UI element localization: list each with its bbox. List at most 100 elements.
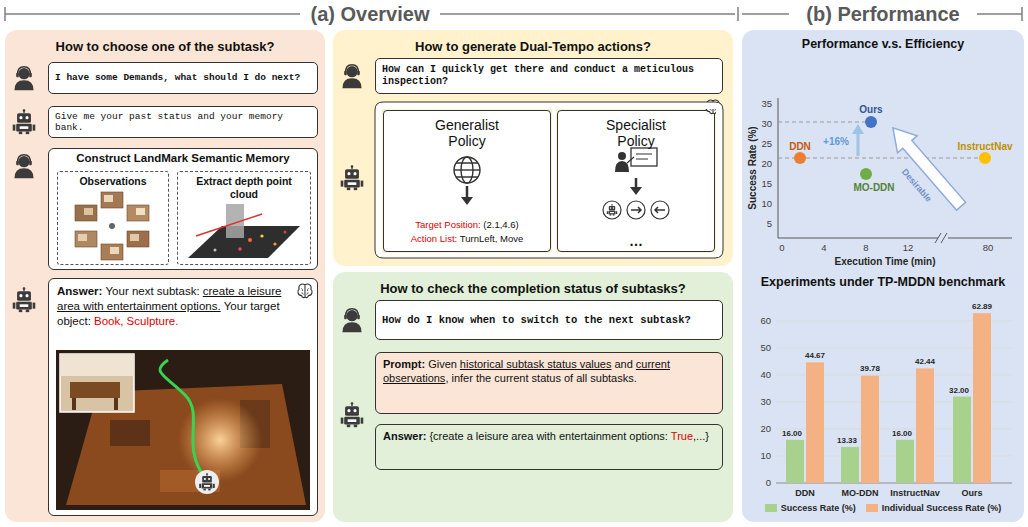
point-label: MO-DDN [853,182,894,193]
header-rule [440,13,735,15]
observation-thumbnails [84,208,93,215]
node-text: Your next subtask: [105,285,199,297]
bar-grid [776,456,1012,457]
gain-arrow [857,132,860,156]
text-line: Construct LandMark Semantic Memory [49,149,317,164]
scatter-axes [778,98,1012,243]
node-text: How do I know when to switch to the next… [382,314,691,326]
down-arrow [630,187,642,195]
header-rule [737,7,739,21]
node-text: I have some Demands, what should I do ne… [55,72,300,83]
node-text: Answer: [57,285,102,297]
teacher-icon [618,152,626,160]
text-line: Answer:{create a leisure area with enter… [376,425,722,447]
node-text: How to generate Dual-Tempo actions? [415,39,651,54]
observation-thumbnails [104,195,113,202]
scene-view [114,398,118,410]
status-answer-box: Answer:{create a leisure area with enter… [375,424,723,470]
panel: How to check the completion status of su… [333,272,733,522]
text-line: Give me your past status and your memory… [55,111,311,134]
prompt-box: Prompt:Givenhistorical subtask status va… [375,352,723,414]
tick-label: 40 [760,370,771,380]
observation-thumbnails [101,244,123,260]
panel: How to generate Dual-Tempo actions? How c… [333,30,733,266]
text-line: I have some Demands, what should I do ne… [55,72,311,83]
tick-label: 0 [766,478,771,488]
teacher-icon [627,157,634,163]
tick-label: 80 [983,243,994,253]
robot-icon [13,109,36,134]
node-text: Extract depth point cloud [196,175,292,200]
policy-box: Specialist Policy… [557,110,715,252]
point-label: Ours [859,104,882,115]
scatter-point [865,116,877,128]
bar [973,313,991,483]
node-text: Target Position: [415,219,480,230]
scene-view [240,400,270,448]
person-icon [14,67,33,90]
point-cloud [248,238,252,242]
tick-label: 50 [760,343,771,353]
policy-frame [375,102,723,258]
category-label: MO-DDN [842,489,879,499]
header-title: (b) Performance [804,3,961,25]
scene-view [195,470,219,494]
text-line: Extract depth point cloud [178,172,310,201]
scene-view [66,384,306,505]
robot-icon [341,402,364,427]
globe-icon [454,169,480,170]
node-text: Experiments under TP-MDDN benchmark [761,275,1006,289]
reference-line [778,122,979,158]
bar [896,440,914,483]
node-text: {create a leisure area with entertainmen… [429,430,667,442]
bar [861,376,879,483]
scene-view [56,350,310,510]
panel: How to choose one of the subtask?I have … [5,30,325,522]
tick-label: 20 [761,159,772,169]
chart-panel: Performance v.s. EfficiencyExperiments u… [742,30,1024,522]
scene-view [56,350,310,510]
bar-grid [776,321,1012,322]
node-text: Give me your past status and your memory… [55,111,283,133]
reference-line [778,158,979,159]
observation-box: Observations [57,171,169,265]
node-text: ,...} [693,430,709,442]
scene-view [110,420,150,446]
text-line: Generalist Policy [417,111,517,149]
tick-label: 15 [761,179,772,189]
point-cloud [273,242,276,245]
tick-label: 60 [760,316,771,326]
person-icon [14,155,33,178]
node-text: How can I quickly get there and conduct … [382,64,694,87]
node-text: True [671,430,693,442]
scene-view [72,398,76,410]
header-title: (a) Overview [309,3,432,25]
node-text: TurnLeft, Move [460,233,524,244]
text-line: … [558,233,714,249]
tick-label: 4 [821,243,826,253]
node-text: and [614,358,632,370]
observation-thumbnails [110,247,119,254]
node-text: Answer: [383,430,426,442]
axis-title: Success Rate (%) [747,126,758,209]
header-rule [5,13,300,15]
policy-frame [375,102,723,258]
person-icon [342,65,361,88]
speech-bubble: How do I know when to switch to the next… [375,300,723,340]
bar [953,397,971,483]
value-label: 32.00 [949,387,969,396]
node-text: Performance v.s. Efficiency [802,37,964,51]
action-circles [655,207,665,213]
action-circles [627,201,645,219]
node-text: Observations [79,175,146,187]
legend-swatch [866,504,878,512]
point-cloud [226,204,244,238]
globe-icon [456,163,478,177]
gain-arrow [852,124,864,134]
gain-arrow [852,124,864,156]
tick-label: 30 [760,397,771,407]
person-icon [14,65,361,332]
scene-view [70,382,120,398]
observation-thumbnails [127,231,149,247]
